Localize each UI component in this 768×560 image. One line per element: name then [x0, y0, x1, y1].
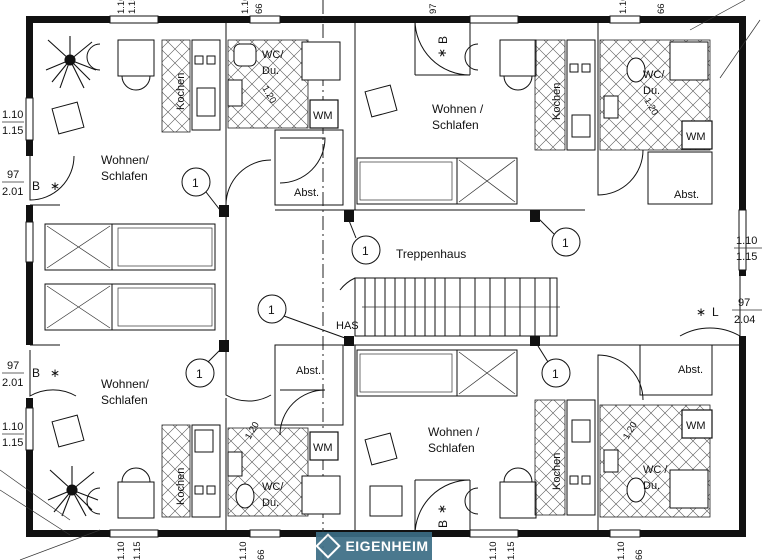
label-abst-sw: Abst. — [296, 365, 321, 377]
label-wohnen-nw-2: Schlafen — [101, 169, 148, 183]
staircase — [339, 277, 560, 337]
label-wohnen-nw-1: Wohnen/ — [101, 153, 149, 167]
label-wohnen-se-1: Wohnen / — [428, 425, 480, 439]
marker-one-6: 1 — [552, 367, 559, 381]
label-wohnen-ne-2: Schlafen — [432, 118, 479, 132]
label-kochen-ne: Kochen — [551, 83, 563, 120]
label-kochen-sw: Kochen — [175, 468, 187, 505]
markers-one: 1 1 1 1 1 1 — [181, 167, 581, 388]
dim-66-top4: 66 — [656, 3, 667, 14]
dim-97-w1: 97 — [7, 169, 19, 181]
dim-110-top1: 1.10 — [116, 0, 127, 14]
label-du-sw: Du. — [262, 497, 279, 509]
marker-ast-west-bottom: ∗ — [50, 366, 60, 380]
furniture-beds — [44, 157, 518, 397]
dim-10-bot1: 1.10 — [116, 542, 127, 560]
watermark-logo: EIGENHEIM — [315, 532, 432, 560]
dim-204-e1: 2.04 — [734, 314, 755, 326]
dim-110-w1: 1.10 — [2, 109, 23, 121]
label-wm-ne: WM — [686, 131, 706, 143]
marker-l-east: L — [712, 305, 719, 319]
label-abst-nw: Abst. — [294, 187, 319, 199]
dim-110-e1: 1.10 — [736, 235, 757, 247]
marker-ast-east: ∗ — [696, 305, 706, 319]
label-wohnen-ne-1: Wohnen / — [432, 102, 484, 116]
label-du-se: Du. — [643, 480, 660, 492]
furniture-tables — [51, 39, 537, 519]
dim-115-w1: 1.15 — [2, 125, 23, 137]
house-logo-icon — [315, 533, 342, 559]
dim-15-bot1: 1.15 — [132, 542, 143, 560]
label-wohnen-sw-1: Wohnen/ — [101, 377, 149, 391]
marker-one-2: 1 — [362, 244, 369, 258]
dim-10-bot4: 1.10 — [616, 542, 627, 560]
marker-b-north: B — [436, 36, 450, 44]
plants — [45, 36, 99, 517]
bath-fixtures — [227, 41, 709, 515]
room-labels: Wohnen/ Schlafen Wohnen / Schlafen Wohne… — [101, 49, 706, 509]
marker-one-4: 1 — [268, 303, 275, 317]
door-swings — [29, 19, 741, 536]
label-wm-nw: WM — [313, 110, 333, 122]
label-kochen-se: Kochen — [551, 453, 563, 490]
marker-ast-north: ∗ — [435, 48, 449, 58]
marker-b-west-top: B — [32, 179, 40, 193]
dim-115-e1: 1.15 — [736, 251, 757, 263]
label-wm-se: WM — [686, 420, 706, 432]
dim-115-top1: 1.15 — [127, 0, 138, 14]
marker-b-south: B — [436, 520, 450, 528]
label-du-ne: Du. — [643, 85, 660, 97]
entry-markers: B ∗ B ∗ B ∗ B ∗ ∗ L — [32, 36, 719, 528]
marker-ast-south: ∗ — [435, 504, 449, 514]
marker-ast-west-top: ∗ — [50, 179, 60, 193]
marker-one-5: 1 — [196, 367, 203, 381]
dim-115-w2: 1.15 — [2, 437, 23, 449]
label-wc-se: WC / — [643, 464, 668, 476]
dim-201-w1: 2.01 — [2, 186, 23, 198]
label-wohnen-sw-2: Schlafen — [101, 393, 148, 407]
watermark-text: EIGENHEIM — [345, 538, 429, 554]
label-du-nw: Du. — [262, 65, 279, 77]
wm-boxes — [309, 99, 713, 461]
dim-110-w2: 1.10 — [2, 421, 23, 433]
dim-201-w2: 2.01 — [2, 377, 23, 389]
abst-boxes — [274, 129, 713, 426]
label-wm-sw: WM — [313, 442, 333, 454]
dim-15-bot3: 1.15 — [506, 542, 517, 560]
marker-one-3: 1 — [562, 236, 569, 250]
label-wc-ne: WC/ — [643, 69, 665, 81]
label-abst-se: Abst. — [678, 364, 703, 376]
wall-pillars — [219, 205, 540, 352]
kitchens — [191, 39, 596, 518]
dim-110-top2: 1.10 — [240, 0, 251, 14]
dim-97-w2: 97 — [7, 360, 19, 372]
marker-b-west-bottom: B — [32, 366, 40, 380]
dim-110-top4: 1.10 — [618, 0, 629, 14]
label-kochen-nw: Kochen — [175, 73, 187, 110]
label-wc-sw: WC/ — [262, 481, 284, 493]
marker-one-1: 1 — [192, 176, 199, 190]
label-wc-nw: WC/ — [262, 49, 284, 61]
dim-66-bot2: 66 — [256, 549, 267, 560]
dim-97-top3: 97 — [428, 3, 439, 14]
dim-66-top2: 66 — [254, 3, 265, 14]
label-abst-ne: Abst. — [674, 189, 699, 201]
label-has: HAS — [336, 320, 359, 332]
dim-97-e1: 97 — [738, 297, 750, 309]
dim-66-bot4: 66 — [634, 549, 645, 560]
dim-10-bot3: 1.10 — [488, 542, 499, 560]
dim-10-bot2: 1.10 — [238, 542, 249, 560]
label-wohnen-se-2: Schlafen — [428, 441, 475, 455]
label-treppenhaus: Treppenhaus — [396, 247, 466, 261]
